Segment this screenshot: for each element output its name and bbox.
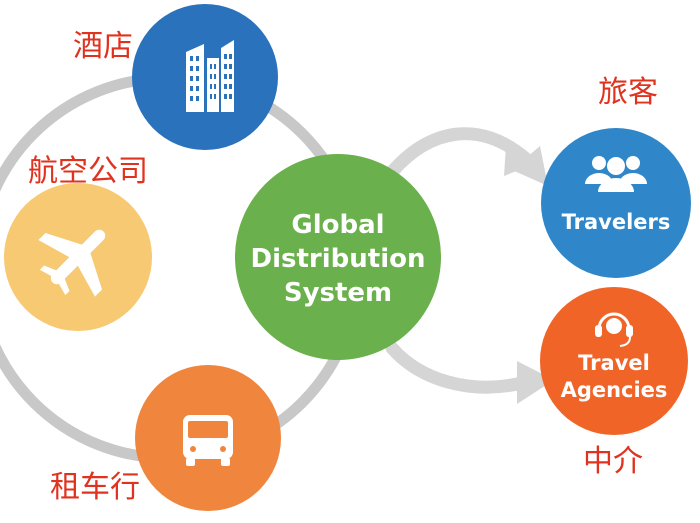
agencies-node: Travel Agencies [540, 287, 688, 435]
hotel-node [132, 4, 278, 150]
travelers-label: 旅客 [598, 75, 658, 110]
gds-center: Global Distribution System [235, 154, 441, 360]
car-rental-label: 租车行 [50, 470, 140, 505]
people-group-icon [585, 156, 647, 192]
center-line-3: System [284, 278, 392, 308]
bus-icon [183, 415, 233, 466]
agencies-line-1: Travel [578, 351, 650, 375]
travelers-text: Travelers [562, 210, 671, 234]
arrow-to-agencies [385, 341, 554, 404]
headset-icon [595, 312, 633, 347]
buildings-icon [186, 40, 234, 112]
agencies-label: 中介 [583, 444, 643, 479]
airplane-icon [38, 229, 106, 297]
center-line-1: Global [291, 210, 384, 240]
car-rental-node [135, 365, 281, 511]
hotel-label: 酒店 [73, 29, 133, 64]
airline-node [4, 183, 152, 331]
center-line-2: Distribution [251, 244, 426, 274]
arrow-to-travelers [385, 127, 548, 186]
travelers-node: Travelers [541, 128, 691, 278]
agencies-line-2: Agencies [561, 378, 668, 402]
airline-label: 航空公司 [28, 154, 148, 189]
